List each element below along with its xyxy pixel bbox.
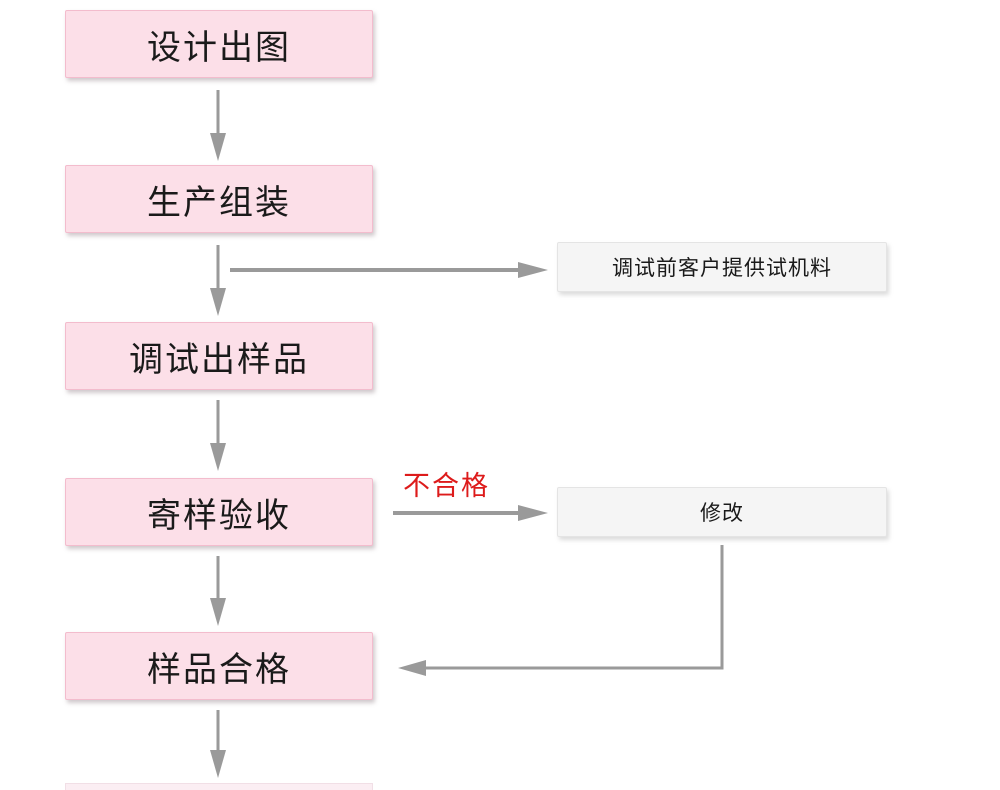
step-design-drawing: 设计出图 xyxy=(65,10,373,78)
step-sample-qualified-label: 样品合格 xyxy=(147,650,291,689)
step-sample-qualified: 样品合格 xyxy=(65,632,373,700)
arrow-design-to-production xyxy=(210,90,226,161)
step-production-assembly-label: 生产组装 xyxy=(147,183,291,222)
arrow-production-to-debug xyxy=(210,245,226,316)
arrow-fail-to-modify xyxy=(393,505,548,521)
note-customer-materials: 调试前客户提供试机料 xyxy=(557,242,887,292)
step-sample-acceptance-label: 寄样验收 xyxy=(147,496,291,535)
step-design-drawing-label: 设计出图 xyxy=(147,28,291,67)
step-next-cropped xyxy=(65,783,373,790)
step-debug-sample-label: 调试出样品 xyxy=(129,340,309,379)
arrow-debug-to-acceptance xyxy=(210,400,226,471)
arrow-qualified-to-next xyxy=(210,710,226,778)
note-customer-materials-label: 调试前客户提供试机料 xyxy=(612,257,832,280)
edge-label-fail: 不合格 xyxy=(403,471,490,501)
note-modify: 修改 xyxy=(557,487,887,537)
note-modify-label: 修改 xyxy=(700,502,744,525)
step-production-assembly: 生产组装 xyxy=(65,165,373,233)
step-sample-acceptance: 寄样验收 xyxy=(65,478,373,546)
arrow-branch-to-materials-note xyxy=(230,262,548,278)
step-debug-sample: 调试出样品 xyxy=(65,322,373,390)
arrow-modify-to-qualified xyxy=(398,545,724,676)
arrow-acceptance-to-qualified xyxy=(210,556,226,626)
